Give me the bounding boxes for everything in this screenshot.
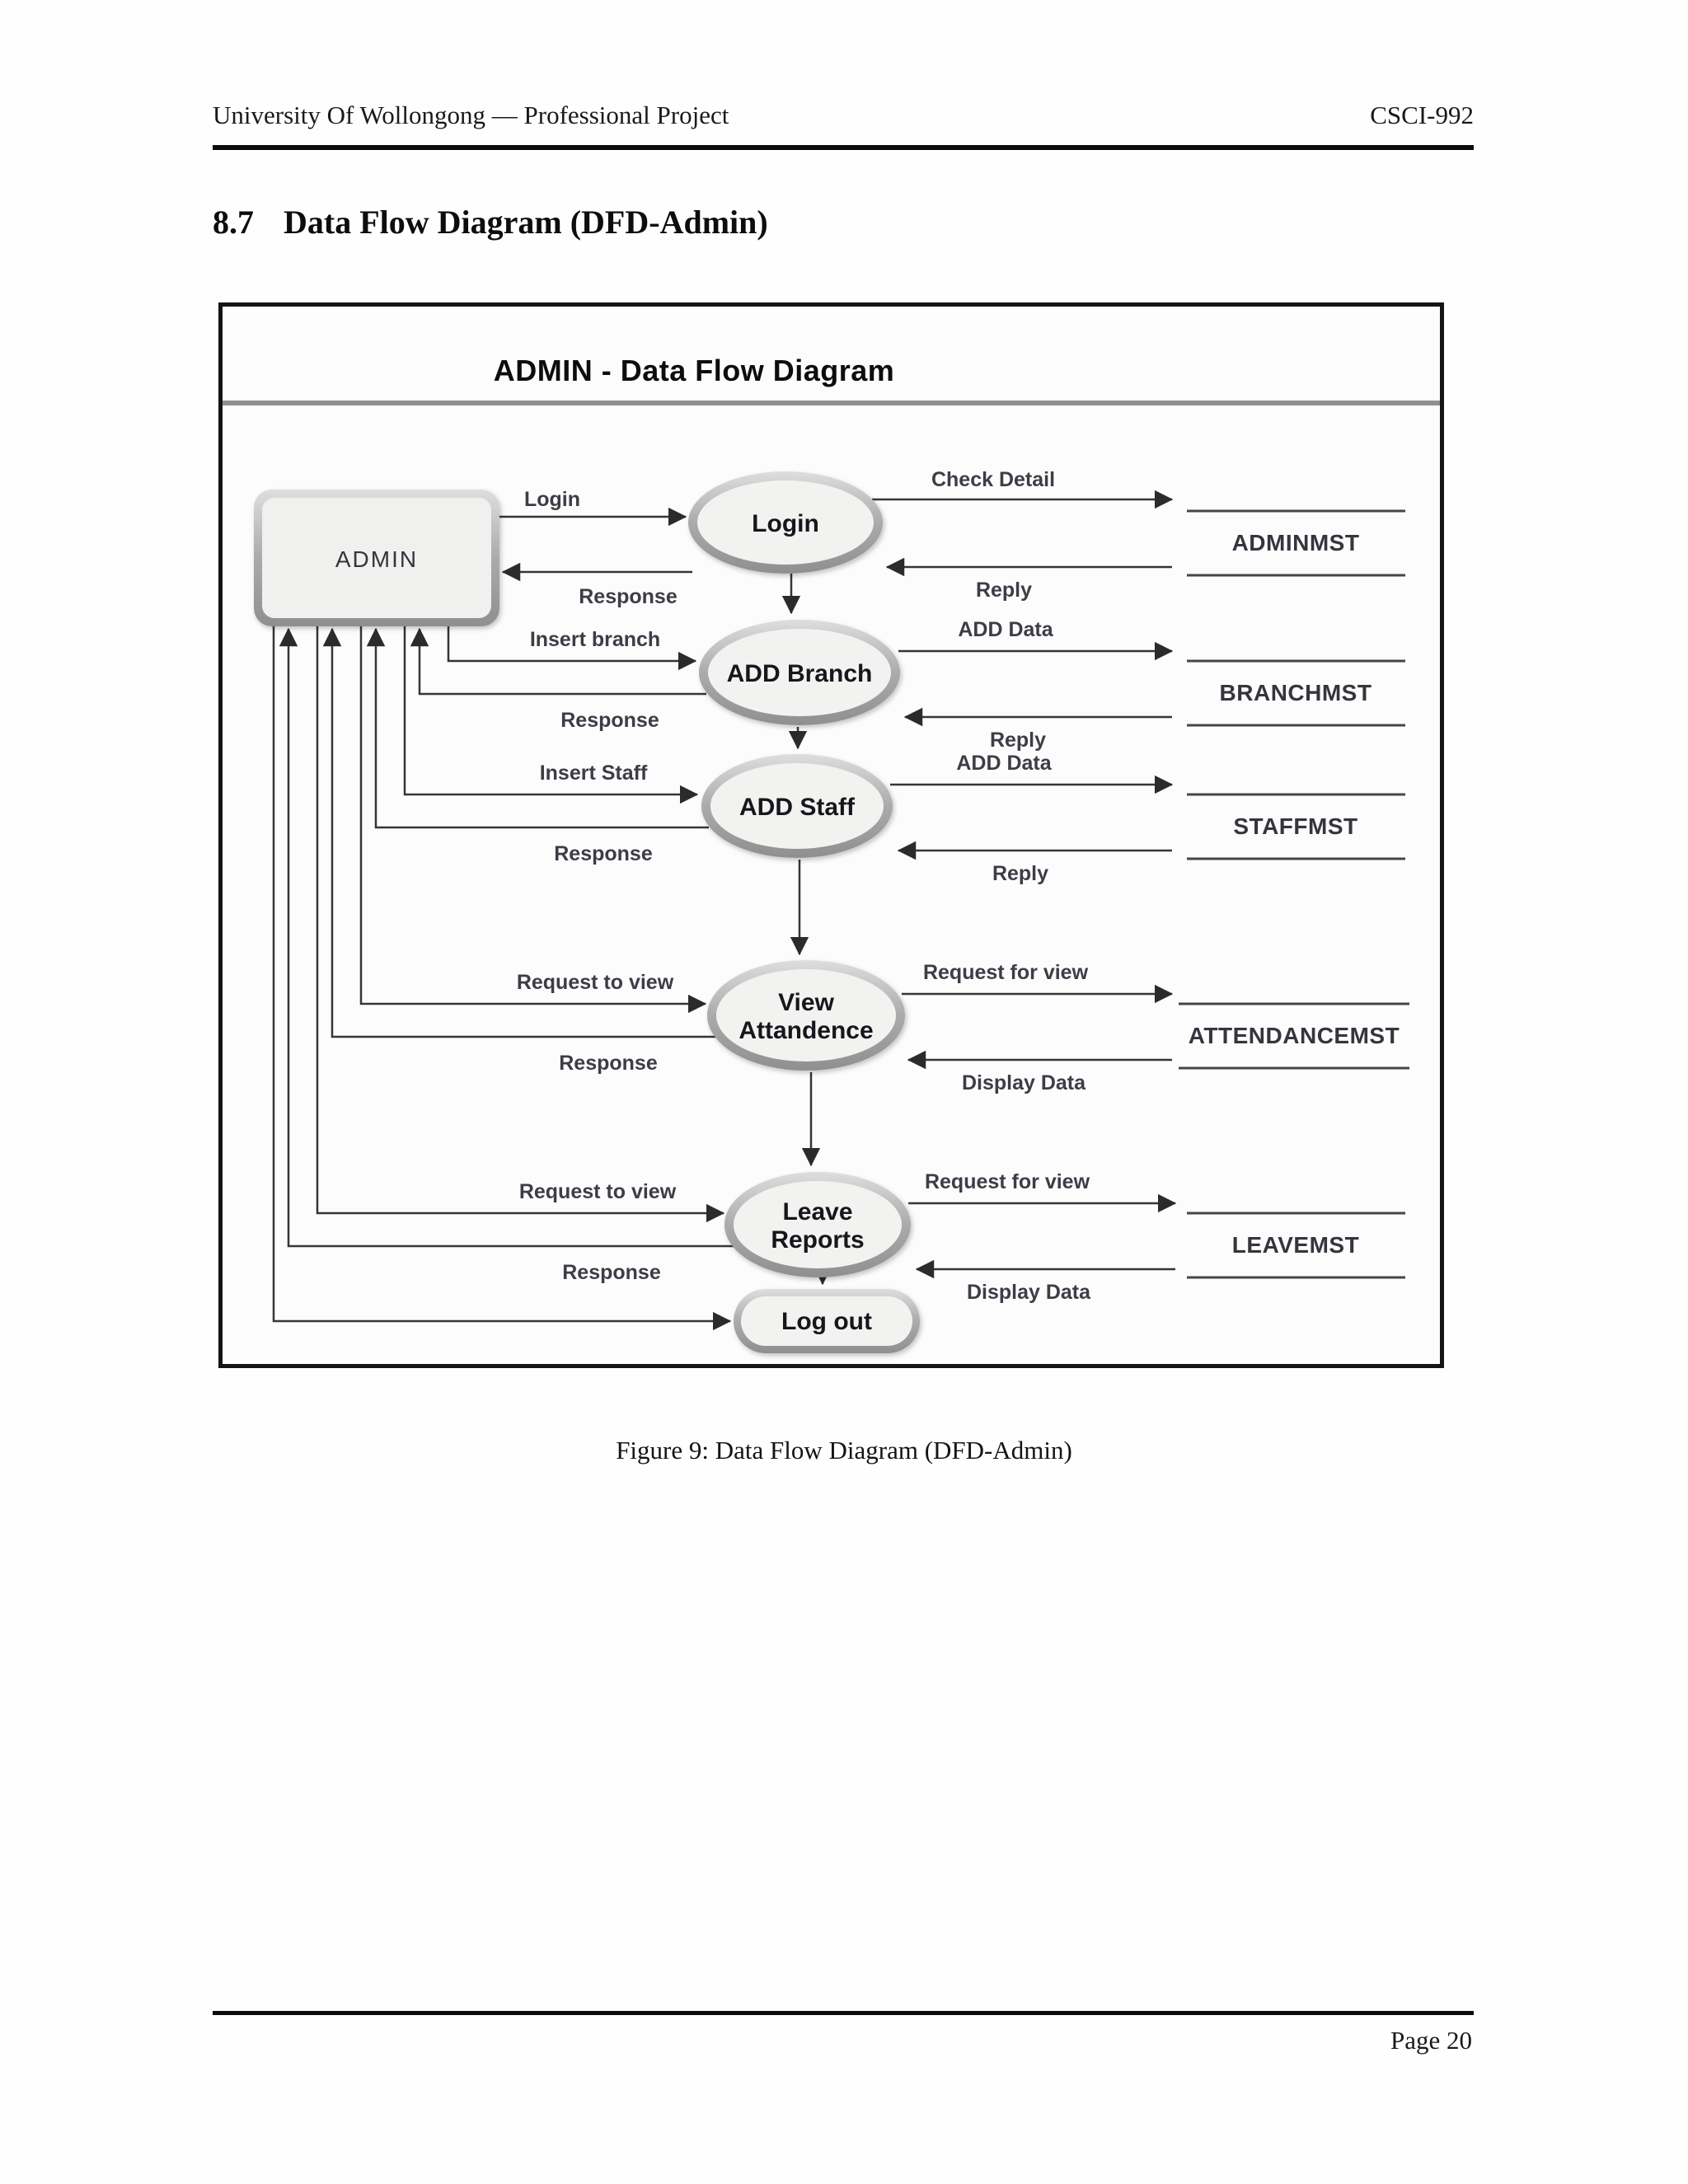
entity-admin: ADMIN [254,490,499,626]
store-staffmst-label: STAFFMST [1233,813,1357,839]
process-add-staff-label: ADD Staff [739,794,856,821]
flow-add-data-staff-label: ADD Data [956,752,1052,775]
process-leave-reports: Leave Reports [724,1172,911,1277]
process-add-branch: ADD Branch [699,620,900,725]
flow-login-label: Login [524,488,580,511]
store-adminmst: ADMINMST [1187,509,1405,577]
process-login-label: Login [752,510,819,537]
flow-display-data-att-label: Display Data [962,1071,1086,1094]
process-add-branch-label: ADD Branch [727,660,873,687]
store-leavemst: LEAVEMST [1187,1212,1405,1279]
flow-response-branch-label: Response [560,709,659,732]
flow-login-response-label: Response [579,585,678,608]
flow-store-arrows [890,641,1177,1279]
flow-login-adminmst [872,490,1174,577]
section-number: 8.7 [213,204,254,241]
process-add-staff: ADD Staff [701,754,893,858]
process-view-attendance-label2: Attandence [738,1017,873,1044]
flow-request-for-view-att-label: Request for view [923,961,1089,984]
flow-insert-branch-label: Insert branch [530,628,660,651]
flow-request-view-att-label: Request to view [517,971,674,994]
flow-response-att-label: Response [559,1052,658,1075]
flow-add-data-branch-label: ADD Data [958,618,1053,641]
flow-check-detail-label: Check Detail [931,468,1055,491]
title-divider [223,401,1440,405]
flow-response-staff-label: Response [554,842,653,865]
flow-labels: Login Response Check Detail Reply Insert… [517,468,1091,1304]
header-rule [213,145,1474,150]
header-right: CSCI-992 [1370,101,1474,129]
process-view-attendance: View Attandence [707,960,905,1071]
store-adminmst-label: ADMINMST [1232,530,1360,555]
store-attendancemst-label: ATTENDANCEMST [1189,1023,1400,1048]
terminator-logout: Log out [734,1289,920,1353]
process-leave-reports-label1: Leave [782,1198,852,1226]
footer-rule [213,2011,1474,2015]
process-leave-reports-label2: Reports [771,1226,864,1254]
flow-reply-admin-label: Reply [976,579,1032,602]
dfd-shapes: ADMIN Login ADD Branch [254,471,920,1353]
section-heading: 8.7 Data Flow Diagram (DFD-Admin) [213,203,768,241]
store-branchmst-label: BRANCHMST [1220,680,1372,705]
flow-reply-staff-label: Reply [992,862,1048,885]
diagram-title: ADMIN - Data Flow Diagram [494,354,895,387]
figure-caption: Figure 9: Data Flow Diagram (DFD-Admin) [616,1436,1072,1465]
section-title: Data Flow Diagram (DFD-Admin) [284,204,768,241]
entity-admin-label: ADMIN [335,546,418,572]
process-chain-arrows [781,574,832,1286]
flow-display-data-leave-label: Display Data [967,1281,1091,1304]
process-view-attendance-label1: View [778,989,834,1016]
dfd-figure: ADMIN - Data Flow Diagram [218,302,1444,1368]
flow-admin-elbows [272,626,734,1331]
flow-insert-staff-label: Insert Staff [540,762,648,785]
dfd-diagram: ADMIN - Data Flow Diagram [223,354,1440,1353]
flow-reply-branch-label: Reply [990,729,1046,752]
flow-request-view-leave-label: Request to view [519,1180,677,1203]
store-attendancemst: ATTENDANCEMST [1179,1002,1409,1070]
header-left: University Of Wollongong — Professional … [213,101,729,129]
terminator-logout-label: Log out [781,1308,872,1335]
flow-request-for-view-leave-label: Request for view [925,1170,1090,1193]
flow-response-leave-label: Response [562,1261,661,1284]
store-branchmst: BRANCHMST [1187,659,1405,727]
store-leavemst-label: LEAVEMST [1232,1232,1359,1258]
store-staffmst: STAFFMST [1187,793,1405,860]
page-number: Page 20 [1390,2026,1472,2055]
process-login: Login [688,471,883,574]
flow-admin-login [499,507,692,582]
